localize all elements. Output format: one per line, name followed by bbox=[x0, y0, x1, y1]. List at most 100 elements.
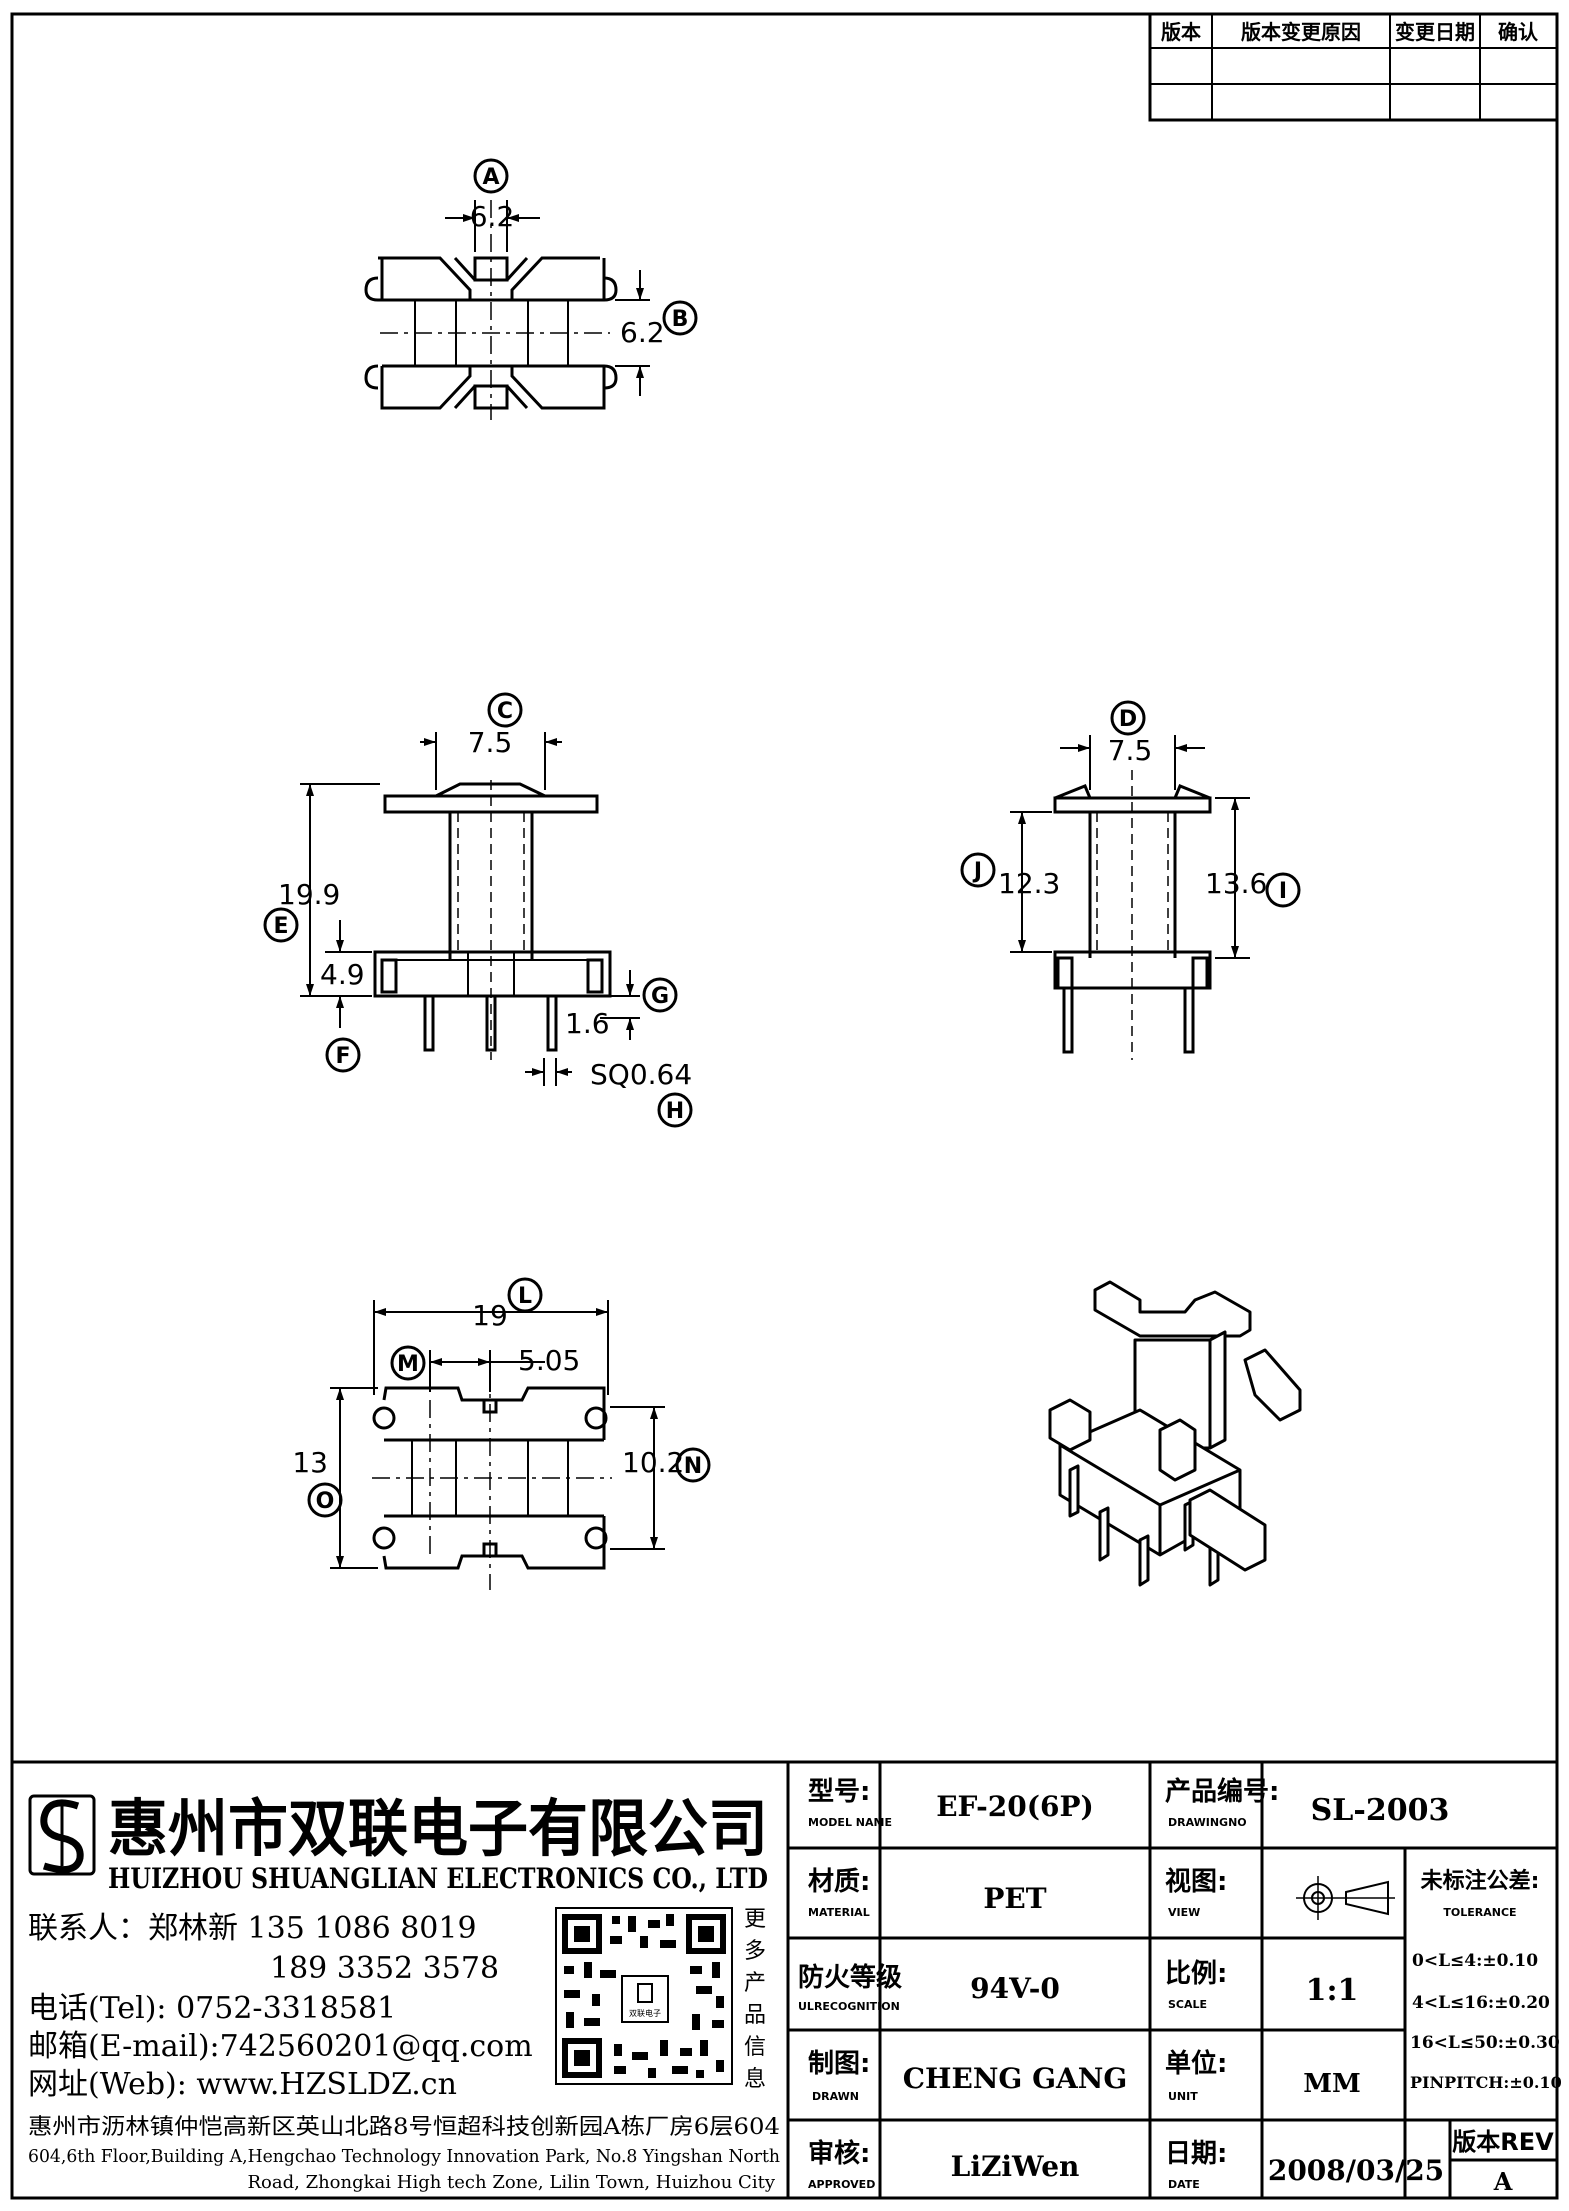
label-c-text: C bbox=[497, 699, 513, 724]
tolerance-range-2: 4<L≤16:±0.20 bbox=[1412, 1993, 1550, 2013]
date-label: 日期: bbox=[1165, 2139, 1227, 2169]
front-view-hidden bbox=[457, 780, 525, 1060]
label-h-text: H bbox=[666, 1099, 684, 1124]
label-d-text: D bbox=[1119, 707, 1137, 732]
more-info-char-1: 更 bbox=[744, 1907, 766, 1932]
label-l-text: L bbox=[518, 1284, 532, 1309]
material-label: 材质: bbox=[808, 1867, 870, 1897]
label-n: N bbox=[675, 1447, 711, 1483]
dim-b-value: 6.2 bbox=[620, 316, 665, 349]
qr-code: 双联电子 bbox=[555, 1907, 733, 2085]
rev-header-confirm: 确认 bbox=[1498, 20, 1539, 44]
unit-label-en: UNIT bbox=[1168, 2090, 1198, 2103]
dim-d-value: 7.5 bbox=[1108, 734, 1153, 767]
label-h: H bbox=[657, 1092, 693, 1128]
address-cn: 惠州市沥林镇仲恺高新区英山北路8号恒超科技创新园A栋厂房6层604 bbox=[28, 2115, 780, 2140]
more-info-vertical: 更 多 产 品 信 息 bbox=[744, 1907, 766, 2092]
rev-header-version: 版本 bbox=[1161, 20, 1201, 44]
dim-o-value: 13 bbox=[292, 1446, 328, 1479]
projection-symbol-icon bbox=[1296, 1876, 1395, 1920]
top-view-arrows bbox=[463, 214, 644, 378]
label-m: M bbox=[390, 1345, 426, 1381]
label-f-text: F bbox=[335, 1044, 350, 1069]
label-e-text: E bbox=[273, 914, 288, 939]
contact-web: 网址(Web): www.HZSLDZ.cn bbox=[28, 2067, 457, 2102]
label-b: B bbox=[662, 300, 698, 336]
label-m-text: M bbox=[397, 1352, 419, 1377]
dim-m-value: 5.05 bbox=[518, 1344, 580, 1377]
label-c: C bbox=[487, 692, 523, 728]
address-en-line-1: 604,6th Floor,Building A,Hengchao Techno… bbox=[28, 2146, 780, 2167]
approved-label-en: APPROVED bbox=[808, 2178, 875, 2191]
approved-label: 审核: bbox=[808, 2138, 870, 2169]
label-a: A bbox=[473, 158, 509, 194]
label-g-text: G bbox=[651, 984, 669, 1009]
contact-tel: 电话(Tel): 0752-3318581 bbox=[28, 1991, 396, 2026]
dim-c-value: 7.5 bbox=[468, 726, 513, 759]
label-b-text: B bbox=[672, 307, 689, 332]
title-block-frame bbox=[12, 1760, 1557, 2198]
dim-f-value: 4.9 bbox=[320, 958, 365, 991]
contact-phone-2: 189 3352 3578 bbox=[270, 1951, 499, 1986]
company-name-cn: 惠州市双联电子有限公司 bbox=[108, 1792, 768, 1865]
drawing-border bbox=[10, 12, 1559, 2200]
material-label-en: MATERIAL bbox=[808, 1906, 870, 1919]
more-info-char-5: 信 bbox=[744, 2035, 766, 2060]
rev-label: 版本REV bbox=[1452, 2128, 1554, 2156]
model-label: 型号: bbox=[808, 1777, 870, 1807]
tolerance-range-3: 16<L≤50:±0.30 bbox=[1410, 2033, 1560, 2053]
dim-n-value: 10.2 bbox=[622, 1446, 684, 1479]
label-o-text: O bbox=[316, 1489, 335, 1514]
drawingno-label: 产品编号: bbox=[1165, 1776, 1279, 1807]
side-view-hidden bbox=[1096, 770, 1169, 1060]
approved-value: LiZiWen bbox=[951, 2150, 1080, 2183]
rev-value: A bbox=[1493, 2167, 1513, 2196]
view-label: 视图: bbox=[1165, 1867, 1227, 1897]
company-logo bbox=[28, 1794, 96, 1876]
side-view-arrows bbox=[1018, 744, 1239, 958]
scale-label: 比例: bbox=[1165, 1959, 1227, 1989]
tolerance-range-1: 0<L≤4:±0.10 bbox=[1412, 1951, 1538, 1971]
label-e: E bbox=[263, 907, 299, 943]
more-info-char-3: 产 bbox=[744, 1971, 766, 1996]
dim-e-value: 19.9 bbox=[278, 878, 340, 911]
dim-a-value: 6.2 bbox=[470, 200, 515, 233]
bottom-view-arrows bbox=[336, 1308, 658, 1568]
label-i: I bbox=[1265, 872, 1301, 908]
label-i-text: I bbox=[1279, 879, 1287, 904]
front-view-arrows bbox=[306, 738, 634, 1076]
address-en-line-2: Road, Zhongkai High tech Zone, Lilin Tow… bbox=[248, 2172, 776, 2193]
contact-person: 联系人：郑林新 135 1086 8019 bbox=[28, 1911, 477, 1946]
top-view-centerlines bbox=[380, 200, 610, 420]
model-value: EF-20(6P) bbox=[936, 1790, 1094, 1823]
drawingno-value: SL-2003 bbox=[1311, 1793, 1450, 1828]
label-d: D bbox=[1110, 700, 1146, 736]
drawn-value: CHENG GANG bbox=[903, 2062, 1127, 2095]
fire-rating-label-en: ULRECOGNITION bbox=[798, 2000, 900, 2013]
label-n-text: N bbox=[684, 1454, 702, 1479]
tolerance-label: 未标注公差: bbox=[1421, 1868, 1540, 1894]
fire-rating-label: 防火等级 bbox=[798, 1962, 902, 1993]
date-value: 2008/03/25 bbox=[1268, 2154, 1444, 2187]
isometric-view bbox=[1048, 1280, 1302, 1587]
label-a-text: A bbox=[482, 165, 499, 190]
tolerance-label-en: TOLERANCE bbox=[1443, 1906, 1516, 1919]
drawn-label: 制图: bbox=[808, 2049, 870, 2079]
label-j-text: J bbox=[972, 859, 982, 884]
dim-l-value: 19 bbox=[472, 1299, 508, 1332]
model-label-en: MODEL NAME bbox=[808, 1816, 892, 1829]
dim-g-value: 1.6 bbox=[565, 1007, 610, 1040]
company-name-en: HUIZHOU SHUANGLIAN ELECTRONICS CO., LTD bbox=[108, 1862, 768, 1895]
more-info-char-2: 多 bbox=[744, 1939, 766, 1964]
rev-header-date: 变更日期 bbox=[1395, 20, 1475, 44]
label-o: O bbox=[307, 1482, 343, 1518]
drawn-label-en: DRAWN bbox=[812, 2090, 859, 2103]
label-f: F bbox=[325, 1037, 361, 1073]
label-l: L bbox=[507, 1277, 543, 1313]
tolerance-pinpitch: PINPITCH:±0.10 bbox=[1410, 2073, 1562, 2092]
date-label-en: DATE bbox=[1168, 2178, 1200, 2191]
view-label-en: VIEW bbox=[1168, 1906, 1200, 1919]
scale-value: 1:1 bbox=[1306, 1973, 1359, 2008]
revision-table: 版本 版本变更原因 变更日期 确认 bbox=[1148, 12, 1559, 122]
